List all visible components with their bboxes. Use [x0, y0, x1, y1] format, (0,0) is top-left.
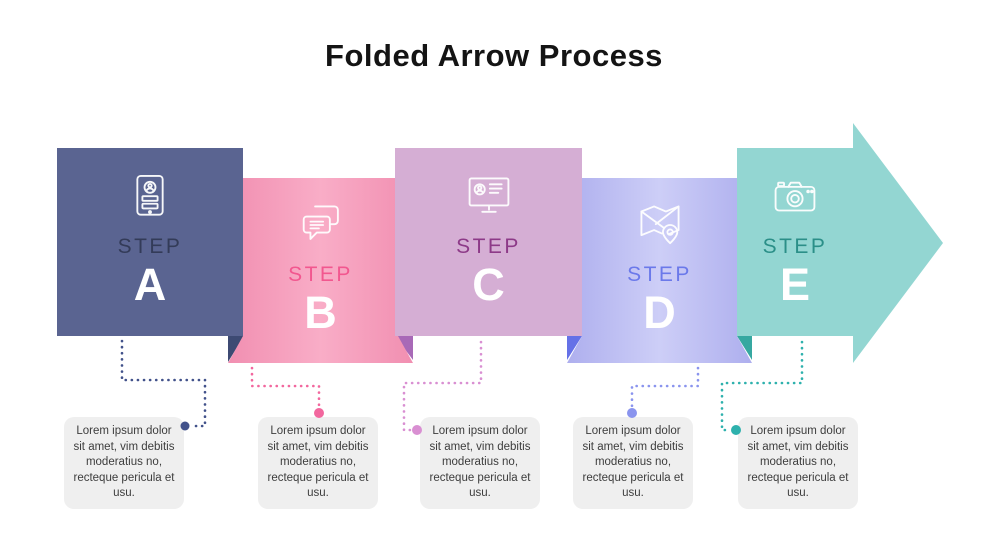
connector-d — [630, 366, 700, 410]
step-label: STEP — [627, 263, 692, 286]
step-letter: B — [304, 287, 337, 338]
description-box-d[interactable]: Lorem ipsum dolor sit amet, vim debitis … — [573, 417, 693, 509]
step-panel-c[interactable]: STEP C — [395, 148, 582, 336]
step-letter: D — [643, 287, 676, 338]
description-box-b[interactable]: Lorem ipsum dolor sit amet, vim debitis … — [258, 417, 378, 509]
step-panel-a[interactable]: STEP A — [57, 148, 243, 336]
step-letter: A — [133, 259, 167, 310]
description-box-e[interactable]: Lorem ipsum dolor sit amet, vim debitis … — [738, 417, 858, 509]
connector-b — [250, 366, 321, 410]
map-pin-icon — [633, 198, 687, 252]
step-label: STEP — [456, 235, 521, 258]
step-label: STEP — [288, 263, 353, 286]
step-panel-b[interactable]: STEP B — [228, 178, 413, 338]
description-box-c[interactable]: Lorem ipsum dolor sit amet, vim debitis … — [420, 417, 540, 509]
connector-a — [120, 339, 207, 428]
description-box-a[interactable]: Lorem ipsum dolor sit amet, vim debitis … — [64, 417, 184, 509]
step-label: STEP — [117, 235, 183, 258]
page-title: Folded Arrow Process — [325, 38, 663, 73]
step-panel-e[interactable]: STEP E — [737, 123, 943, 363]
camera-icon — [768, 170, 822, 224]
panel-d-flare — [567, 336, 752, 363]
step-letter: C — [472, 259, 505, 310]
monitor-profile-icon — [462, 170, 516, 224]
chat-bubbles-icon — [294, 198, 348, 252]
step-panel-d[interactable]: STEP D — [567, 178, 752, 338]
step-letter: E — [779, 259, 810, 310]
tablet-profile-icon — [123, 170, 177, 224]
panel-b-flare — [228, 336, 413, 363]
step-label: STEP — [762, 235, 828, 258]
